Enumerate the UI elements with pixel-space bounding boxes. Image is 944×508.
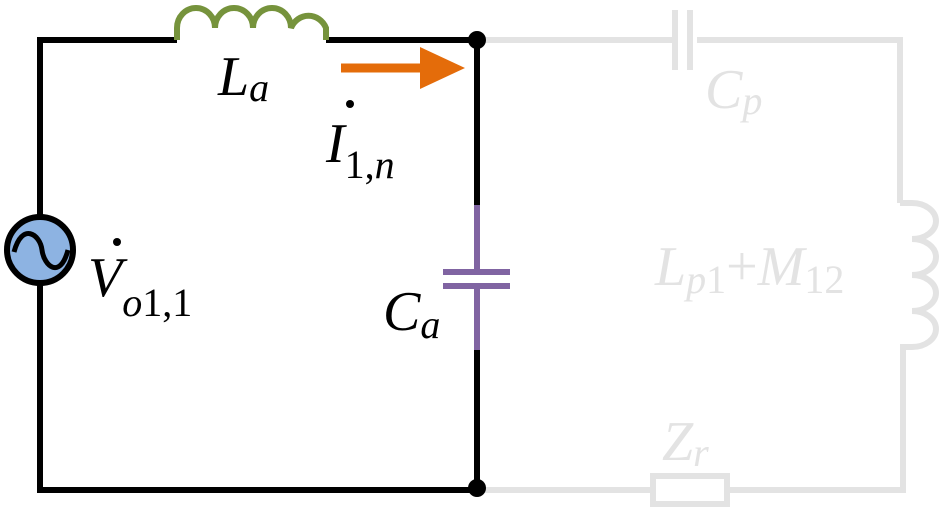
secondary-circuit [477, 10, 939, 507]
secondary-top-wire [477, 37, 903, 203]
junction-bottom [468, 479, 486, 497]
current-arrow-icon [341, 47, 465, 89]
right-lower-wire [37, 283, 480, 493]
zr-resistor [650, 473, 730, 507]
label-lp1-m12: Lp1+M12 [654, 236, 844, 302]
label-ca: Ca [383, 281, 440, 347]
left-top-wire [37, 37, 177, 217]
phasor-dot-v [113, 238, 121, 246]
ac-source-icon [4, 214, 76, 286]
label-cp: Cp [705, 59, 762, 123]
label-current: I1,n [325, 113, 395, 187]
phasor-dot-i [346, 100, 354, 108]
ca-capacitor [443, 205, 510, 350]
label-source-voltage: Vo1,1 [88, 247, 192, 325]
la-inductor [174, 5, 329, 40]
junction-top [468, 31, 486, 49]
secondary-inductor [730, 200, 939, 493]
label-la: La [217, 46, 269, 110]
label-zr: Zr [662, 411, 709, 475]
